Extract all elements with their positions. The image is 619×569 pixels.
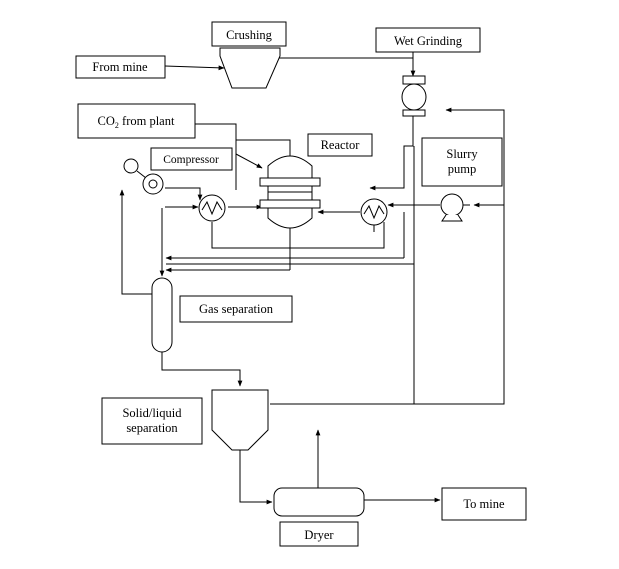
label-slurry-pump: Slurry pump (421, 137, 503, 187)
gas-separator (151, 277, 173, 353)
svg-text:Wet Grinding: Wet Grinding (394, 34, 463, 48)
line-sl-overflow-right (414, 200, 505, 405)
compressor-symbol (123, 158, 164, 195)
label-from-mine: From mine (75, 55, 166, 79)
flow-lines (119, 52, 505, 505)
svg-text:Gas separation: Gas separation (199, 302, 274, 316)
reactor-vessel (259, 155, 321, 229)
heat-exchanger-2 (360, 198, 388, 226)
line-compressor-to-hx1 (165, 187, 203, 201)
label-dryer: Dryer (279, 521, 359, 547)
line-from-mine-to-crusher (164, 65, 225, 71)
label-gas-separation: Gas separation (179, 295, 293, 323)
line-gas-sep-to-sl (161, 352, 243, 387)
line-sl-overflow (270, 264, 415, 405)
dryer-vessel (273, 487, 365, 517)
label-solid-liquid-separation: Solid/liquid separation (101, 397, 203, 445)
label-crushing: Crushing (211, 21, 287, 47)
line-crusher-to-grinder (278, 57, 416, 77)
svg-text:To mine: To mine (463, 497, 505, 511)
svg-text:Solid/liquid: Solid/liquid (122, 406, 182, 420)
label-co2-from-plant: CO2 from plant (77, 103, 196, 139)
line-reactor-top (235, 139, 291, 160)
slurry-pump (440, 193, 470, 222)
line-gas-sep-recycle (119, 189, 152, 295)
line-co2-to-hx1 (195, 123, 237, 190)
label-reactor: Reactor (307, 133, 373, 157)
svg-text:From mine: From mine (92, 60, 148, 74)
grinder (401, 75, 427, 117)
svg-text:Dryer: Dryer (304, 528, 334, 542)
heat-exchanger-1 (198, 194, 226, 222)
svg-text:Reactor: Reactor (321, 138, 361, 152)
svg-text:separation: separation (126, 421, 178, 435)
svg-text:Compressor: Compressor (163, 154, 219, 166)
line-reactor-to-hx1-top (235, 153, 263, 169)
label-to-mine: To mine (441, 487, 527, 521)
line-under-hx1 (211, 222, 385, 249)
line-sl-to-dryer (239, 450, 273, 505)
line-grinder-to-pump (369, 116, 414, 191)
label-wet-grinding: Wet Grinding (375, 27, 481, 53)
svg-text:Slurry: Slurry (446, 147, 478, 161)
svg-text:CO2 from plant: CO2 from plant (98, 114, 175, 130)
crusher-hopper (219, 47, 281, 89)
svg-text:pump: pump (448, 162, 476, 176)
svg-text:Crushing: Crushing (226, 28, 273, 42)
label-compressor: Compressor (150, 147, 233, 171)
solid-liquid-separator (211, 389, 269, 451)
line-recycle-to-grinder (445, 107, 505, 200)
